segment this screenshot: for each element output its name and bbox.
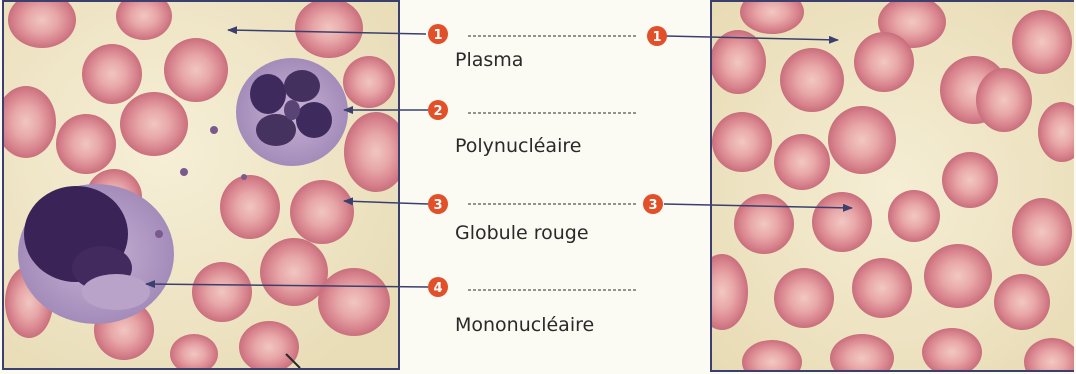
svg-text:3: 3: [433, 198, 442, 213]
marker-2: 2: [428, 100, 448, 120]
label-globule-rouge: Globule rouge: [455, 222, 589, 244]
svg-text:2: 2: [433, 104, 442, 119]
mononuclear-cell: [18, 184, 174, 324]
svg-text:4: 4: [433, 281, 442, 296]
label-mononucleaire: Mononucléaire: [455, 314, 594, 336]
marker-1-left: 1: [428, 24, 448, 44]
svg-text:1: 1: [652, 30, 661, 45]
marker-4: 4: [428, 277, 448, 297]
left-micrograph: [2, 0, 400, 370]
svg-text:1: 1: [433, 28, 442, 43]
left-micrograph-image: [4, 2, 400, 370]
right-micrograph-image: [712, 2, 1074, 372]
svg-text:3: 3: [648, 198, 657, 213]
marker-3-right: 3: [643, 194, 663, 214]
label-polynucleaire: Polynucléaire: [455, 135, 581, 157]
marker-3-left: 3: [428, 194, 448, 214]
marker-1-right: 1: [647, 26, 667, 46]
right-micrograph: [710, 0, 1074, 372]
polynuclear-cell: [236, 58, 348, 166]
label-plasma: Plasma: [455, 49, 523, 71]
